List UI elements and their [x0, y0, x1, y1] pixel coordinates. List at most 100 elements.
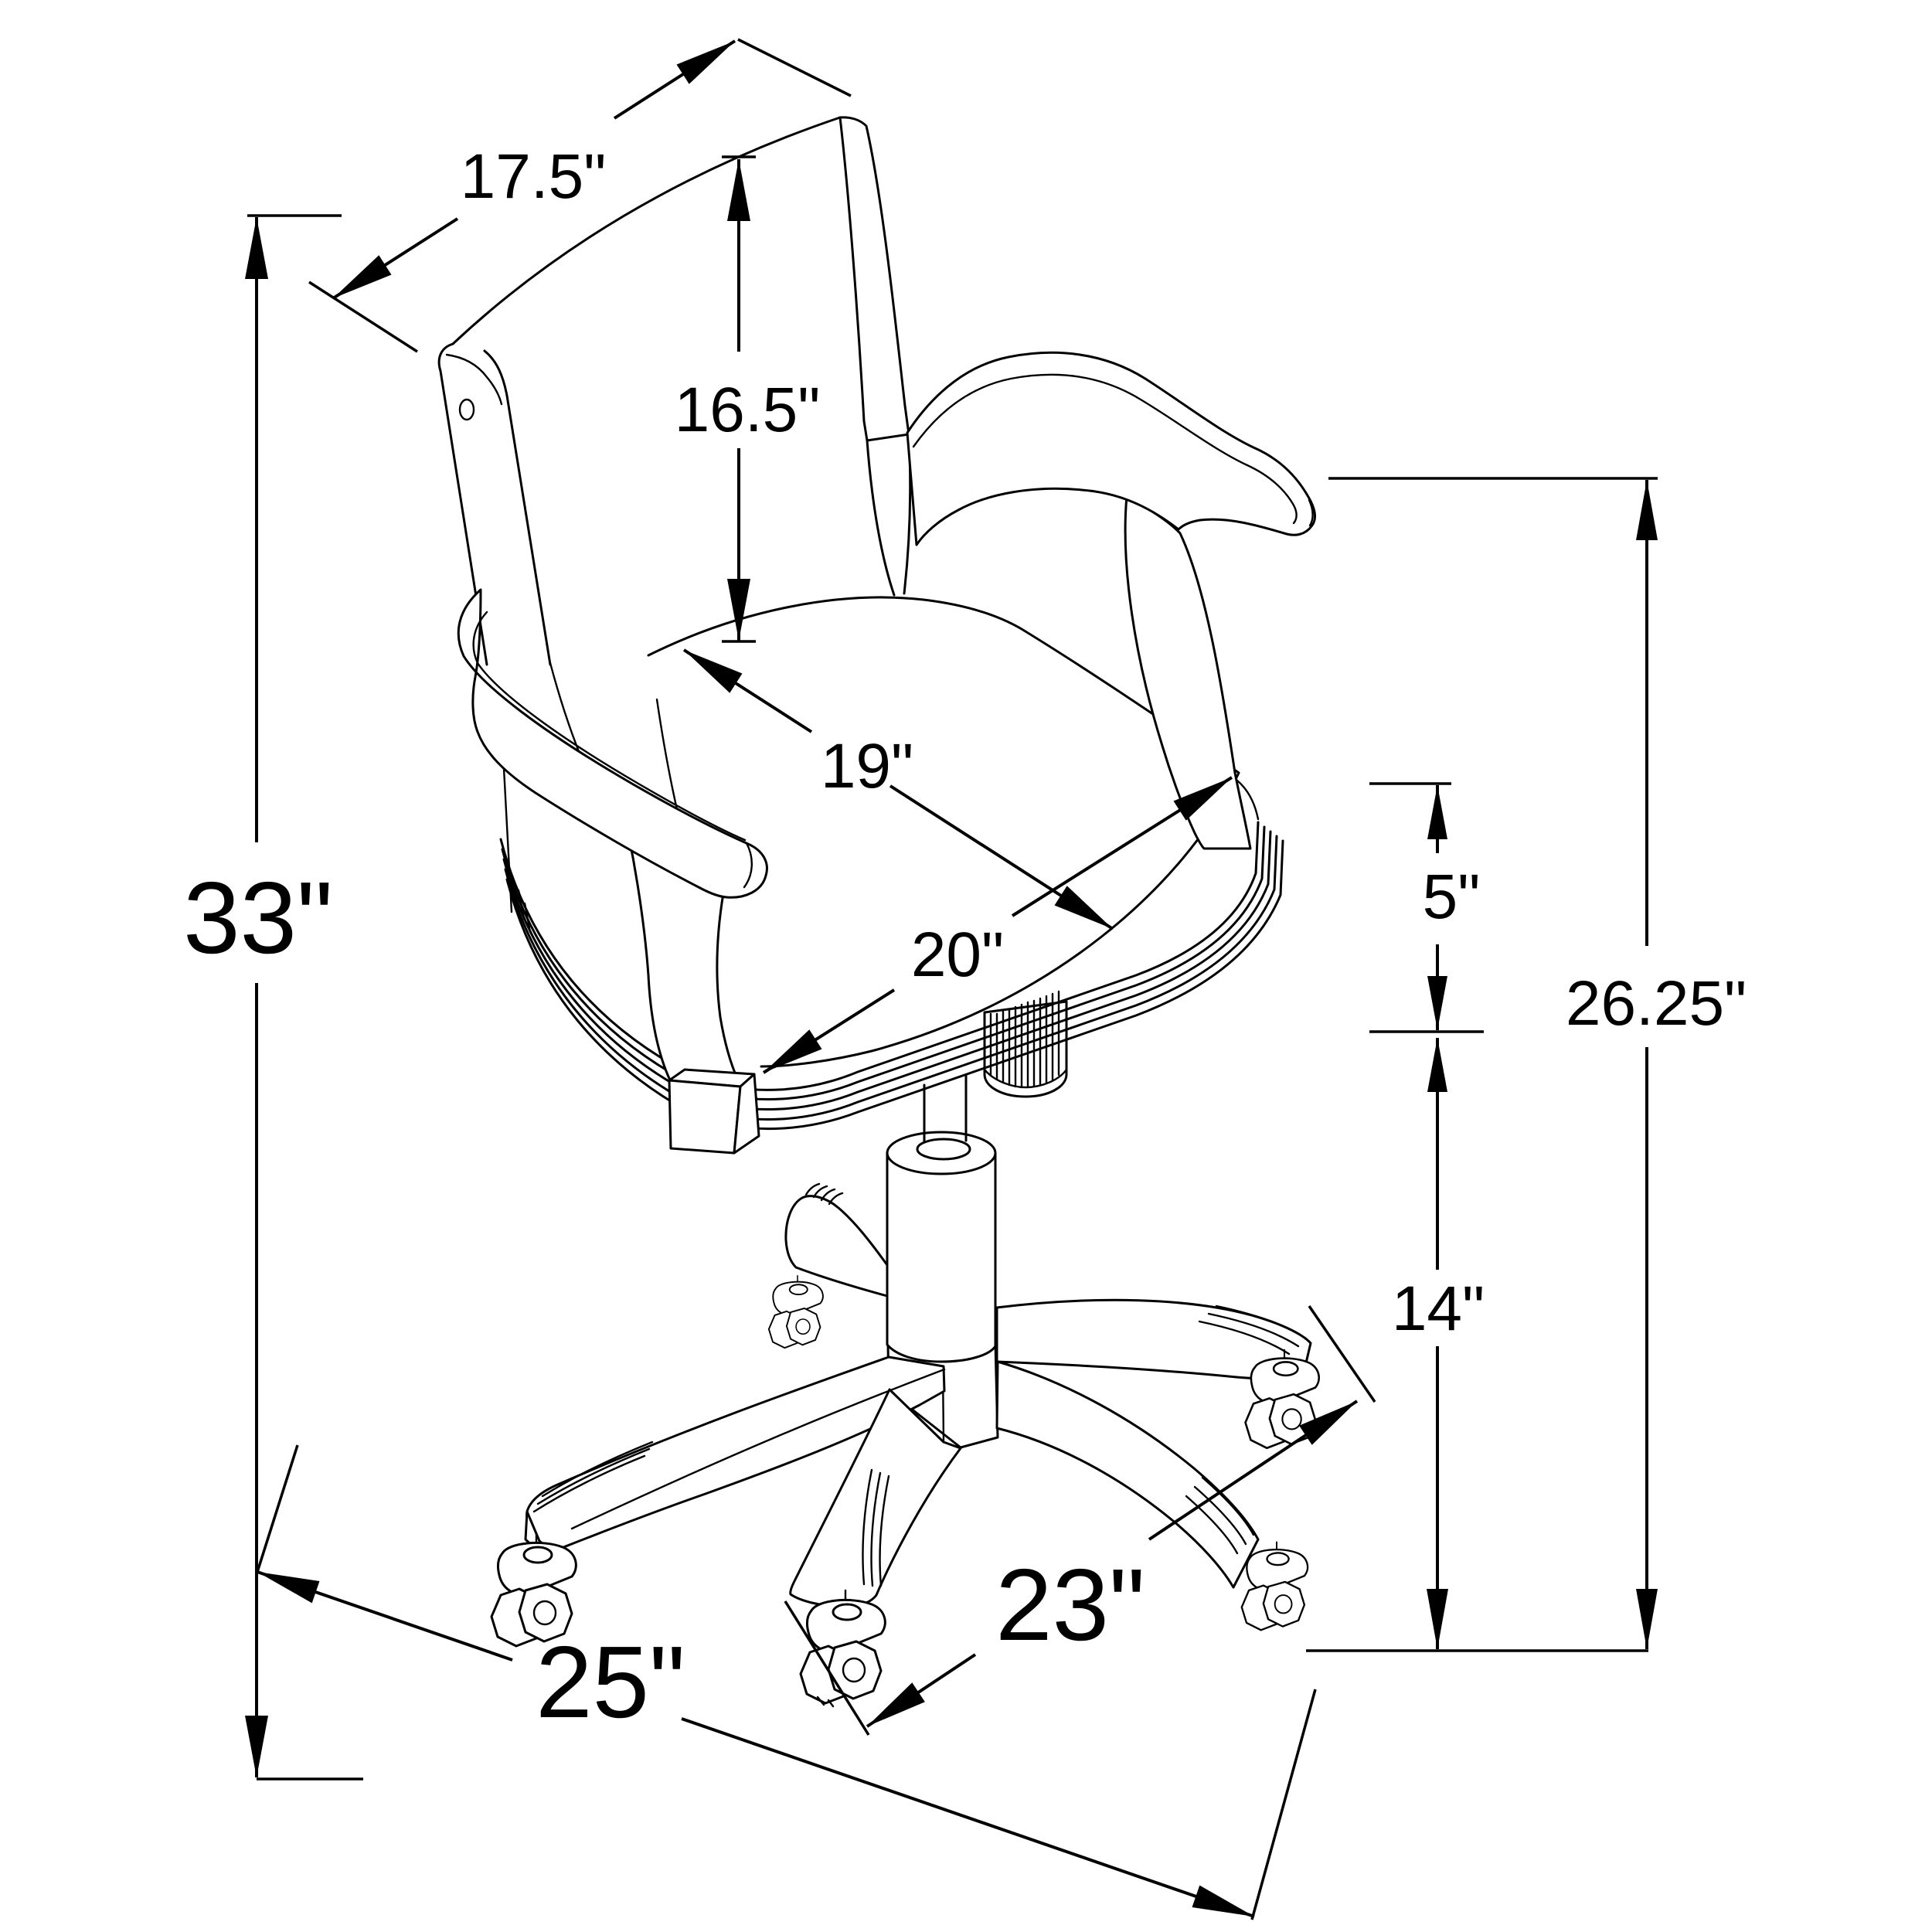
skirt-ribs-left	[511, 876, 532, 934]
detail-line	[812, 1185, 828, 1199]
dimension-tick	[1308, 1305, 1376, 1403]
label-under-seat-height: 14"	[1392, 1274, 1485, 1344]
label-overall-height: 33"	[183, 861, 333, 975]
dimension-arrowhead	[257, 1572, 320, 1604]
detail-line	[1185, 1495, 1239, 1555]
leg-back	[784, 1182, 889, 1298]
backrest-left-post-bevel	[445, 353, 503, 406]
backrest-right-post	[838, 116, 910, 442]
detail-line	[1201, 1476, 1255, 1536]
backrest-right-post-lower-inner	[866, 439, 896, 597]
dimension-tick	[737, 38, 852, 97]
label-seat-width: 20"	[911, 920, 1004, 990]
detail-line	[827, 1699, 835, 1708]
left-arm-foot-block	[668, 1068, 760, 1155]
backrest-left-post-outer-edge	[437, 342, 488, 666]
caster	[1240, 1541, 1309, 1631]
right-arm	[906, 351, 1316, 850]
dimension-tick	[784, 1600, 870, 1736]
leg-right-back	[995, 1298, 1312, 1379]
dimension-line	[681, 1717, 1255, 1918]
dimension-arrowhead	[867, 1682, 925, 1726]
left-armrest-tip-facet	[743, 842, 753, 889]
left-armrest-top-face-seam	[472, 611, 747, 842]
detail-line	[804, 1182, 821, 1196]
backrest-left-post-fill	[439, 344, 550, 665]
dimension-arrowhead	[1173, 777, 1232, 821]
dimension-annotations: 17.5" 16.5" 33" 19"	[183, 38, 1747, 1920]
dimension-arrowhead	[333, 255, 392, 298]
right-armrest-top-face-seam	[912, 373, 1298, 525]
detail-line	[879, 1475, 890, 1587]
pedestal-base	[490, 1074, 1320, 1708]
detail-line	[536, 1447, 651, 1505]
detail-line	[816, 1696, 825, 1706]
cushion-fill	[648, 597, 1239, 1066]
detail-line	[570, 1368, 946, 1530]
cylinder-top-hole	[916, 1138, 971, 1161]
detail-line	[862, 1468, 873, 1586]
dimension-arrowhead	[1636, 1589, 1658, 1649]
ribbed-knob-bottom-seam	[983, 1068, 1068, 1089]
dim-base-depth: 25"	[257, 1570, 1317, 1920]
skirt-band-5	[505, 839, 1284, 1131]
label-seat-thickness: 5"	[1423, 862, 1481, 932]
dimension-tick	[1250, 1689, 1317, 1920]
label-arm-height: 26.25"	[1566, 968, 1747, 1039]
leg-right-front	[995, 1360, 1260, 1589]
skirt-band-4	[504, 835, 1278, 1121]
dimension-arrowhead	[245, 217, 268, 279]
left-armrest	[457, 588, 768, 899]
dimension-arrowhead	[1427, 976, 1447, 1030]
detail-line	[517, 889, 526, 920]
backrest-screw-hole	[458, 398, 475, 421]
cylinder-body	[886, 1151, 997, 1363]
detail-line	[511, 876, 519, 907]
label-back-height: 16.5"	[675, 375, 821, 445]
dim-overall-height: 33"	[183, 214, 363, 1781]
backrest-left-post-inner-edge	[483, 349, 552, 666]
dim-under-seat-height: 14"	[1392, 1038, 1485, 1649]
chair-surface	[668, 1079, 742, 1155]
right-arm-strut	[1124, 495, 1252, 850]
dimension-arrowhead	[727, 159, 750, 221]
dimension-arrowhead	[1192, 1885, 1254, 1917]
chair-line-art	[437, 116, 1320, 1708]
detail-line	[1198, 1320, 1291, 1355]
dim-seat-depth: 19"	[682, 648, 1114, 930]
label-base-depth: 25"	[536, 1625, 685, 1739]
dimension-arrowhead	[1054, 886, 1113, 929]
detail-line	[870, 1471, 882, 1587]
dim-back-top-width: 17.5"	[308, 38, 852, 353]
seat-skirt	[499, 821, 1284, 1131]
detail-line	[532, 1454, 646, 1513]
dimension-tick	[256, 1444, 299, 1573]
dimension-arrowhead	[1427, 1589, 1448, 1649]
dimension-arrowhead	[1427, 1038, 1447, 1092]
detail-line	[523, 902, 532, 934]
skirt-band-3	[502, 830, 1272, 1111]
dimension-arrowhead	[245, 1716, 268, 1777]
chair-surface	[733, 1073, 760, 1155]
detail-line	[1215, 1304, 1308, 1340]
dimension-arrowhead	[1636, 480, 1658, 540]
dim-back-height: 16.5"	[675, 155, 821, 643]
backrest-top-edge	[451, 116, 842, 345]
dim-seat-thickness: 5"	[1369, 782, 1484, 1033]
dim-arm-height: 26.25"	[1306, 477, 1747, 1652]
detail-line	[1207, 1312, 1300, 1348]
left-arm	[457, 588, 768, 1155]
dim-seat-width: 20"	[762, 776, 1233, 1074]
dimension-arrowhead	[684, 650, 743, 693]
dimension-arrowhead	[764, 1029, 822, 1073]
leg-left	[524, 1355, 946, 1564]
dimension-tick	[308, 281, 418, 353]
detail-line	[828, 1192, 844, 1206]
right-armrest-tip-facet	[1308, 498, 1314, 527]
label-seat-depth: 19"	[821, 731, 913, 801]
dimension-arrowhead	[1299, 1401, 1357, 1445]
ribbed-knob-ribs	[989, 990, 1060, 1089]
cushion-right-side-edge	[1236, 779, 1260, 821]
